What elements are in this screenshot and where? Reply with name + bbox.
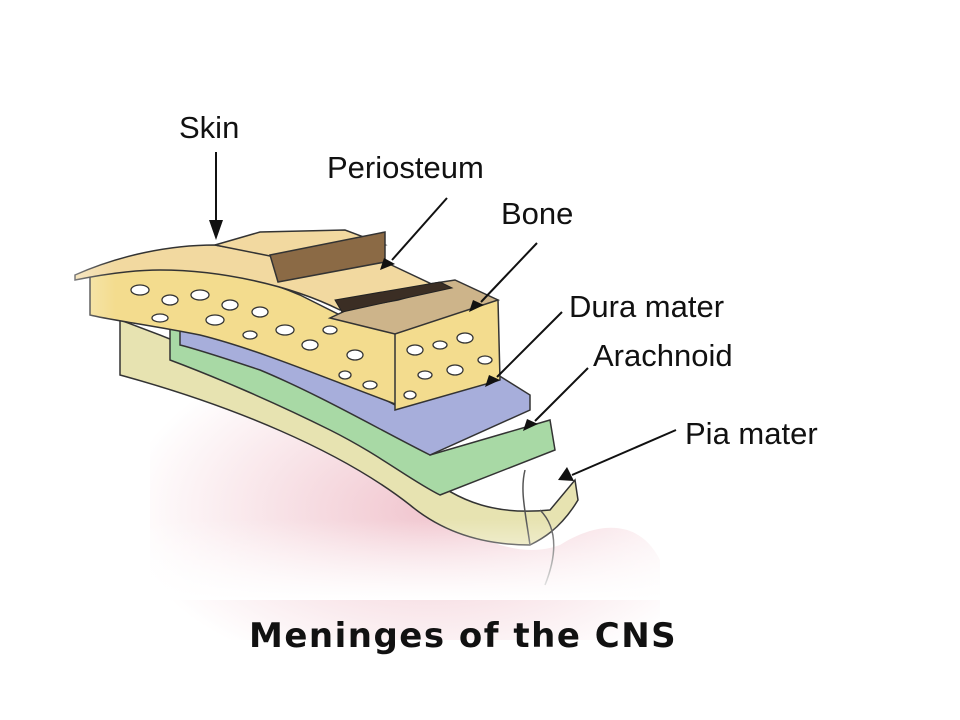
label-dura-mater: Dura mater (569, 289, 724, 324)
arrow-periosteum (391, 197, 448, 261)
arrow-arachnoid (534, 367, 589, 422)
arrow-pia-mater (571, 429, 677, 476)
periosteum-band (334, 281, 454, 313)
arrowhead-arachnoid (523, 419, 538, 431)
label-pia-mater: Pia mater (685, 416, 818, 451)
arrowhead-skin (209, 220, 223, 240)
arrowhead-pia-mater (558, 467, 574, 481)
arrowhead-bone (469, 300, 484, 312)
label-skin: Skin (179, 110, 239, 145)
diagram-title: Meninges of the CNS (249, 616, 677, 656)
arrowhead-periosteum (380, 258, 395, 270)
label-arachnoid-group: Arachnoid (523, 338, 733, 431)
arrow-dura-mater (496, 311, 563, 378)
label-bone-group: Bone (469, 196, 573, 312)
label-dura-mater-group: Dura mater (485, 289, 724, 387)
label-bone: Bone (501, 196, 573, 231)
label-pia-mater-group: Pia mater (558, 416, 818, 481)
label-skin-group: Skin (179, 110, 239, 240)
label-arachnoid: Arachnoid (593, 338, 733, 373)
fade-bottom (100, 420, 700, 600)
label-periosteum: Periosteum (327, 150, 484, 185)
arrowhead-dura-mater (485, 375, 500, 387)
arrow-bone (480, 242, 538, 303)
label-periosteum-group: Periosteum (327, 150, 484, 270)
